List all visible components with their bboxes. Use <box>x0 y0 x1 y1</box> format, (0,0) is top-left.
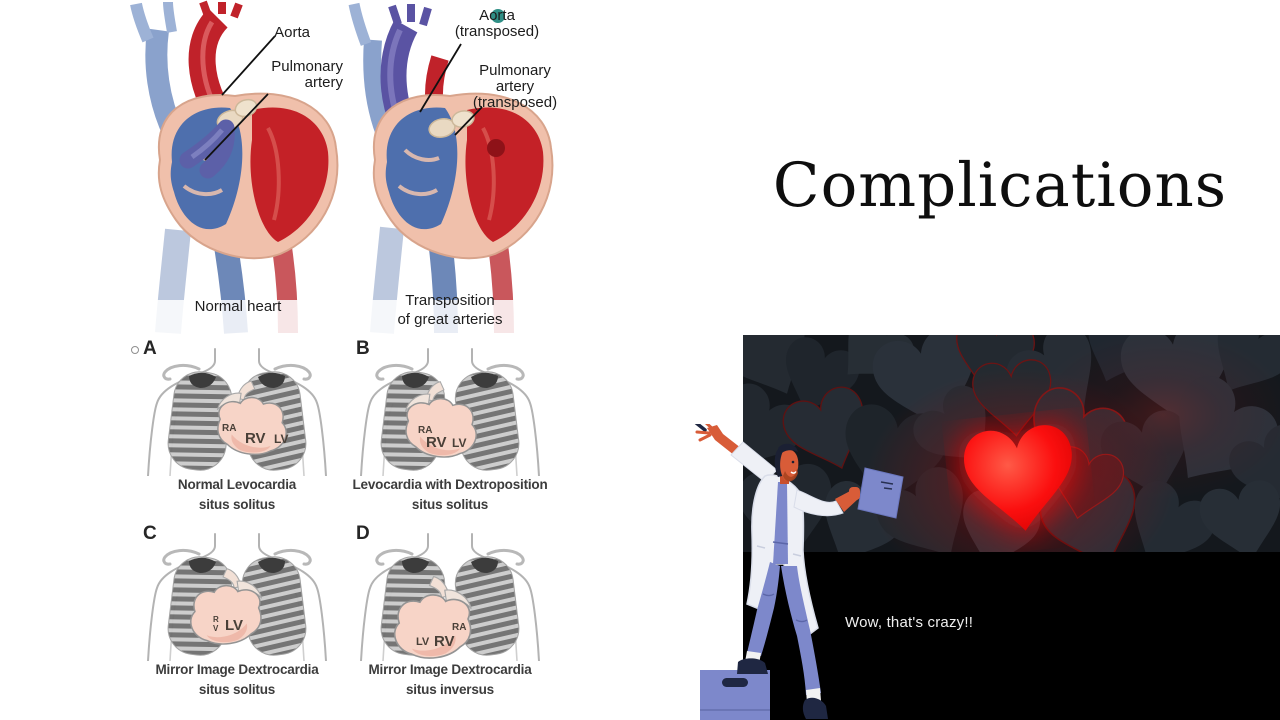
panel-caption-1: Levocardia with Dextroposition <box>352 477 548 492</box>
page-title: Complications <box>772 150 1228 221</box>
label-pulmonary-artery-transposed: Pulmonary artery (transposed) <box>472 62 558 111</box>
panel-caption-1: Mirror Image Dextrocardia <box>155 662 319 677</box>
panel-letter: B <box>356 338 370 359</box>
black-panel <box>743 552 1280 720</box>
normal-heart-drawing <box>130 0 350 335</box>
figure-corner-mark <box>131 346 139 354</box>
step-box <box>700 670 770 720</box>
panel-caption-2: situs inversus <box>406 682 494 697</box>
tga-figure: Aorta Pulmonary artery Aorta (transposed… <box>130 0 565 335</box>
heart-label-r: R <box>213 615 219 624</box>
xray-panel-c: C R V LV Mirror Image Dextrocardia situs… <box>137 523 337 713</box>
doctor-figure <box>694 424 904 719</box>
heart-label-rv: RV <box>434 633 455 650</box>
xray-panel-a: A RA RV LV Normal Levocardia situs solit… <box>137 338 337 528</box>
label-aorta: Aorta <box>274 24 310 41</box>
heart-label-lv: LV <box>452 436 467 450</box>
panel-letter: C <box>143 523 157 544</box>
heart-label-ra: RA <box>222 423 237 434</box>
leader-lines <box>204 35 483 161</box>
panel-caption-1: Mirror Image Dextrocardia <box>368 662 532 677</box>
heart-label-v: V <box>213 624 219 633</box>
quote-text: Wow, that's crazy!! <box>845 614 974 631</box>
chest-xray-svg <box>146 532 328 661</box>
caption-transposition: Transposition of great arteries <box>397 292 503 328</box>
panel-letter: D <box>356 523 370 544</box>
heart-label-rv: RV <box>245 430 266 447</box>
chest-xray-svg <box>359 347 541 476</box>
heart-label-ra: RA <box>452 622 467 633</box>
heart-label-rv: RV <box>426 434 447 451</box>
xray-panel-d: D LV RV RA Mirror Image Dextrocardia sit… <box>350 523 550 713</box>
panel-caption-2: situs solitus <box>411 497 489 512</box>
heart-label-lv: LV <box>225 617 244 634</box>
panel-caption-2: situs solitus <box>198 682 276 697</box>
caption-normal-heart: Normal heart <box>194 298 282 315</box>
heart-label-lv: LV <box>274 432 289 446</box>
label-pulmonary-artery: Pulmonary artery <box>271 58 343 91</box>
panel-caption-2: situs solitus <box>198 497 276 512</box>
glowing-heart-icon <box>743 335 1280 552</box>
transposed-heart-drawing <box>348 2 565 335</box>
doctor-illustration <box>694 424 904 720</box>
heart-label-ra: RA <box>418 425 433 436</box>
label-aorta-transposed: Aorta (transposed) <box>454 7 540 40</box>
xray-panel-b: B RA RV LV Levocardia with Dextropositio… <box>350 338 550 528</box>
hearts-illustration <box>743 335 1280 552</box>
panel-caption-1: Normal Levocardia <box>177 477 297 492</box>
panel-letter: A <box>143 338 157 359</box>
chest-xray-svg <box>146 347 328 476</box>
heart-label-lv: LV <box>416 636 430 648</box>
heart-diagram-svg <box>130 0 565 335</box>
